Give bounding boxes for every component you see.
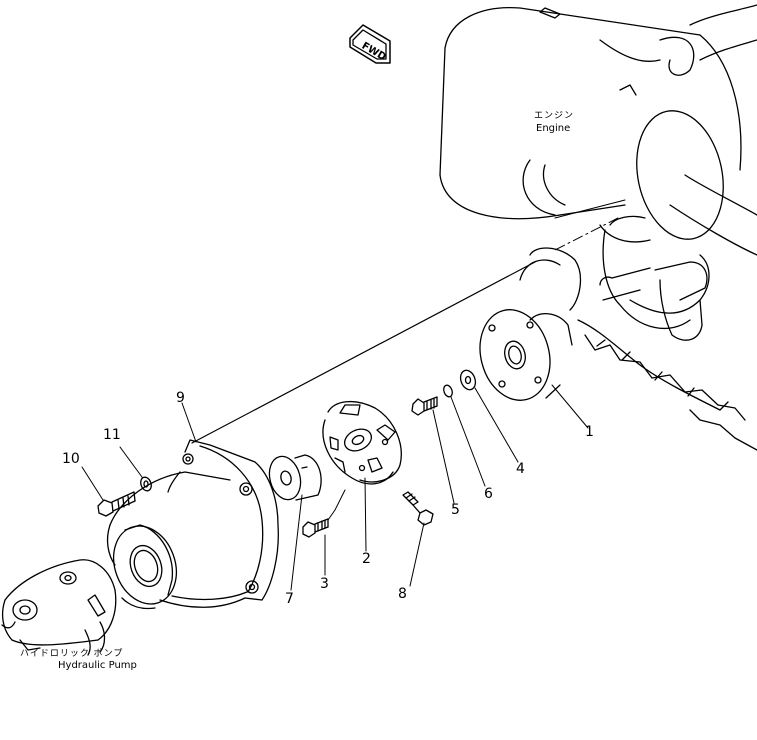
callout-4: 4 bbox=[516, 461, 525, 477]
bolt-part-10 bbox=[97, 491, 136, 517]
pump-label: ハイドロリック ポンプ Hydraulic Pump bbox=[20, 648, 137, 671]
callout-3: 3 bbox=[320, 576, 329, 592]
coupling-part-2 bbox=[322, 401, 402, 485]
hub-part-7 bbox=[268, 454, 322, 501]
callout-2: 2 bbox=[362, 551, 371, 567]
housing-part-9 bbox=[106, 439, 279, 610]
leader-8 bbox=[409, 522, 425, 587]
bolt-part-8 bbox=[402, 491, 434, 526]
leader-1 bbox=[551, 384, 589, 429]
callout-11: 11 bbox=[103, 427, 121, 443]
leader-6 bbox=[450, 396, 486, 487]
callout-9: 9 bbox=[176, 390, 185, 406]
svg-text:エンジン: エンジン bbox=[534, 111, 574, 121]
leader-2 bbox=[364, 477, 367, 552]
leader-11 bbox=[119, 446, 143, 478]
bolt-part-3 bbox=[302, 518, 329, 538]
leader-7 bbox=[290, 494, 303, 591]
leader-3b bbox=[327, 489, 346, 521]
lock-washer-part-6 bbox=[443, 384, 453, 398]
callout-10: 10 bbox=[62, 451, 80, 467]
flange-part-1 bbox=[479, 309, 573, 401]
svg-text:FWD: FWD bbox=[360, 41, 388, 64]
leader-4 bbox=[474, 387, 519, 463]
svg-text:ハイドロリック ポンプ: ハイドロリック ポンプ bbox=[20, 648, 123, 659]
engine-drawing bbox=[439, 4, 757, 451]
leader-lines bbox=[81, 384, 589, 591]
leader-9 bbox=[181, 402, 197, 443]
hydraulic-pump-drawing bbox=[1, 559, 117, 656]
washer-part-11 bbox=[140, 476, 152, 492]
callout-5: 5 bbox=[451, 502, 460, 518]
callout-8: 8 bbox=[398, 586, 407, 602]
center-line bbox=[191, 199, 626, 444]
callout-6: 6 bbox=[484, 486, 493, 502]
bolt-part-5 bbox=[411, 396, 438, 416]
engine-label: エンジン Engine bbox=[534, 111, 574, 134]
washer-part-4 bbox=[459, 369, 477, 391]
fwd-direction-sign: FWD bbox=[349, 24, 391, 64]
callout-1: 1 bbox=[585, 424, 594, 440]
callout-7: 7 bbox=[285, 591, 294, 607]
svg-text:Engine: Engine bbox=[536, 123, 570, 134]
leader-5 bbox=[432, 409, 455, 504]
svg-text:Hydraulic Pump: Hydraulic Pump bbox=[58, 660, 137, 671]
leader-10 bbox=[81, 466, 104, 501]
